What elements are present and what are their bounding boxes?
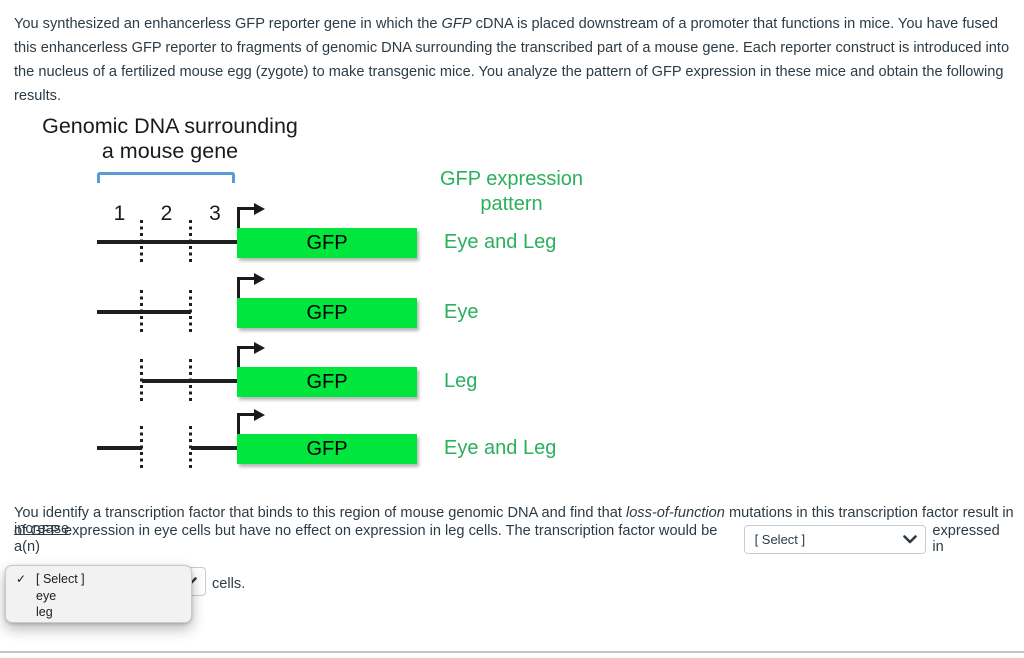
q-part-1: You identify a transcription factor that… (14, 505, 626, 521)
checkmark-icon: ✓ (16, 572, 27, 586)
gfp-expression-header: GFP expression pattern (420, 167, 603, 217)
region-number-label: 3 (209, 202, 221, 225)
dna-fragment-line (191, 446, 239, 450)
q-part-2: mutations in this transcription factor r… (724, 505, 1014, 521)
intro-part-2: cDNA is placed downstream of a promoter … (14, 16, 1010, 104)
q-increase-underlined: increase (14, 521, 70, 537)
intro-part-1: You synthesized an enhancerless GFP repo… (14, 16, 442, 32)
promoter-arrow-icon (254, 202, 265, 215)
dna-fragment-line (97, 446, 142, 450)
gfp-expression-header-line1: GFP expression (439, 168, 584, 190)
promoter-arrow-icon (237, 346, 240, 369)
dropdown-option-label: [ Select ] (36, 572, 85, 586)
promoter-arrow-icon (254, 408, 265, 421)
promoter-arrow-icon (237, 346, 258, 349)
dropdown-option-leg[interactable]: leg (6, 604, 191, 621)
q-part-3: of GFP expression in eye cells but have … (14, 523, 718, 555)
expression-pattern-label: Eye and Leg (444, 437, 557, 459)
dropdown-option-eye[interactable]: eye (6, 588, 191, 605)
gfp-box-label: GFP (306, 370, 348, 393)
factor-type-select-value: [ Select ] (754, 531, 806, 547)
q-loss-of-function-italic: loss-of-function (625, 505, 725, 521)
diagram-title-line1: Genomic DNA surrounding (42, 114, 298, 138)
expression-pattern-label: Eye (444, 301, 479, 323)
promoter-arrow-icon (237, 277, 258, 280)
bottom-divider (0, 651, 1024, 653)
region-divider-dotted (189, 359, 192, 404)
dropdown-option-label: eye (36, 588, 57, 603)
region-divider-dotted (189, 426, 192, 471)
gfp-expression-header-line2: pattern (480, 193, 543, 215)
gfp-reporter-box: GFP (237, 228, 417, 258)
dropdown-option-label: leg (36, 605, 53, 619)
promoter-arrow-icon (237, 207, 240, 230)
region-number-label: 1 (113, 202, 126, 225)
question-text-line2: of GFP expression in eye cells but have … (14, 523, 1014, 555)
chevron-down-icon (903, 534, 918, 543)
tissue-select-dropdown-menu: ✓ [ Select ] eye leg (5, 565, 192, 623)
promoter-arrow-icon (254, 272, 265, 285)
region-divider-dotted (140, 290, 143, 335)
intro-gfp-italic: GFP (441, 16, 472, 32)
region-divider-dotted (189, 220, 192, 265)
promoter-arrow-icon (237, 413, 258, 416)
q-cells-label: cells. (212, 576, 246, 592)
gfp-box-label: GFP (306, 301, 348, 324)
region-divider-dotted (189, 290, 192, 335)
diagram-title: Genomic DNA surrounding a mouse gene (20, 114, 320, 164)
question-intro-text: You synthesized an enhancerless GFP repo… (14, 12, 1012, 108)
expression-pattern-label: Eye and Leg (444, 231, 557, 253)
gfp-reporter-box: GFP (237, 434, 417, 464)
promoter-arrow-icon (237, 277, 240, 300)
gfp-box-label: GFP (306, 231, 348, 254)
gfp-box-label: GFP (306, 437, 348, 460)
dna-fragment-line (97, 240, 239, 244)
dna-fragment-line (97, 310, 191, 314)
q-part-4: expressed in (932, 523, 1000, 555)
diagram-title-line2: a mouse gene (101, 139, 239, 163)
dropdown-option-select[interactable]: ✓ [ Select ] (6, 571, 191, 588)
region-divider-dotted (140, 220, 143, 265)
region-divider-dotted (140, 426, 143, 471)
factor-type-select[interactable]: [ Select ] (743, 524, 927, 554)
gfp-reporter-box: GFP (237, 367, 417, 397)
question-text-line1: You identify a transcription factor that… (14, 505, 1014, 537)
region-number-label: 2 (160, 202, 173, 225)
gfp-reporter-box: GFP (237, 298, 417, 328)
promoter-arrow-icon (237, 413, 240, 436)
region-divider-dotted (140, 359, 143, 404)
gene-region-bracket (97, 172, 235, 183)
expression-pattern-label: Leg (444, 370, 478, 392)
promoter-arrow-icon (237, 207, 258, 210)
promoter-arrow-icon (254, 341, 265, 354)
